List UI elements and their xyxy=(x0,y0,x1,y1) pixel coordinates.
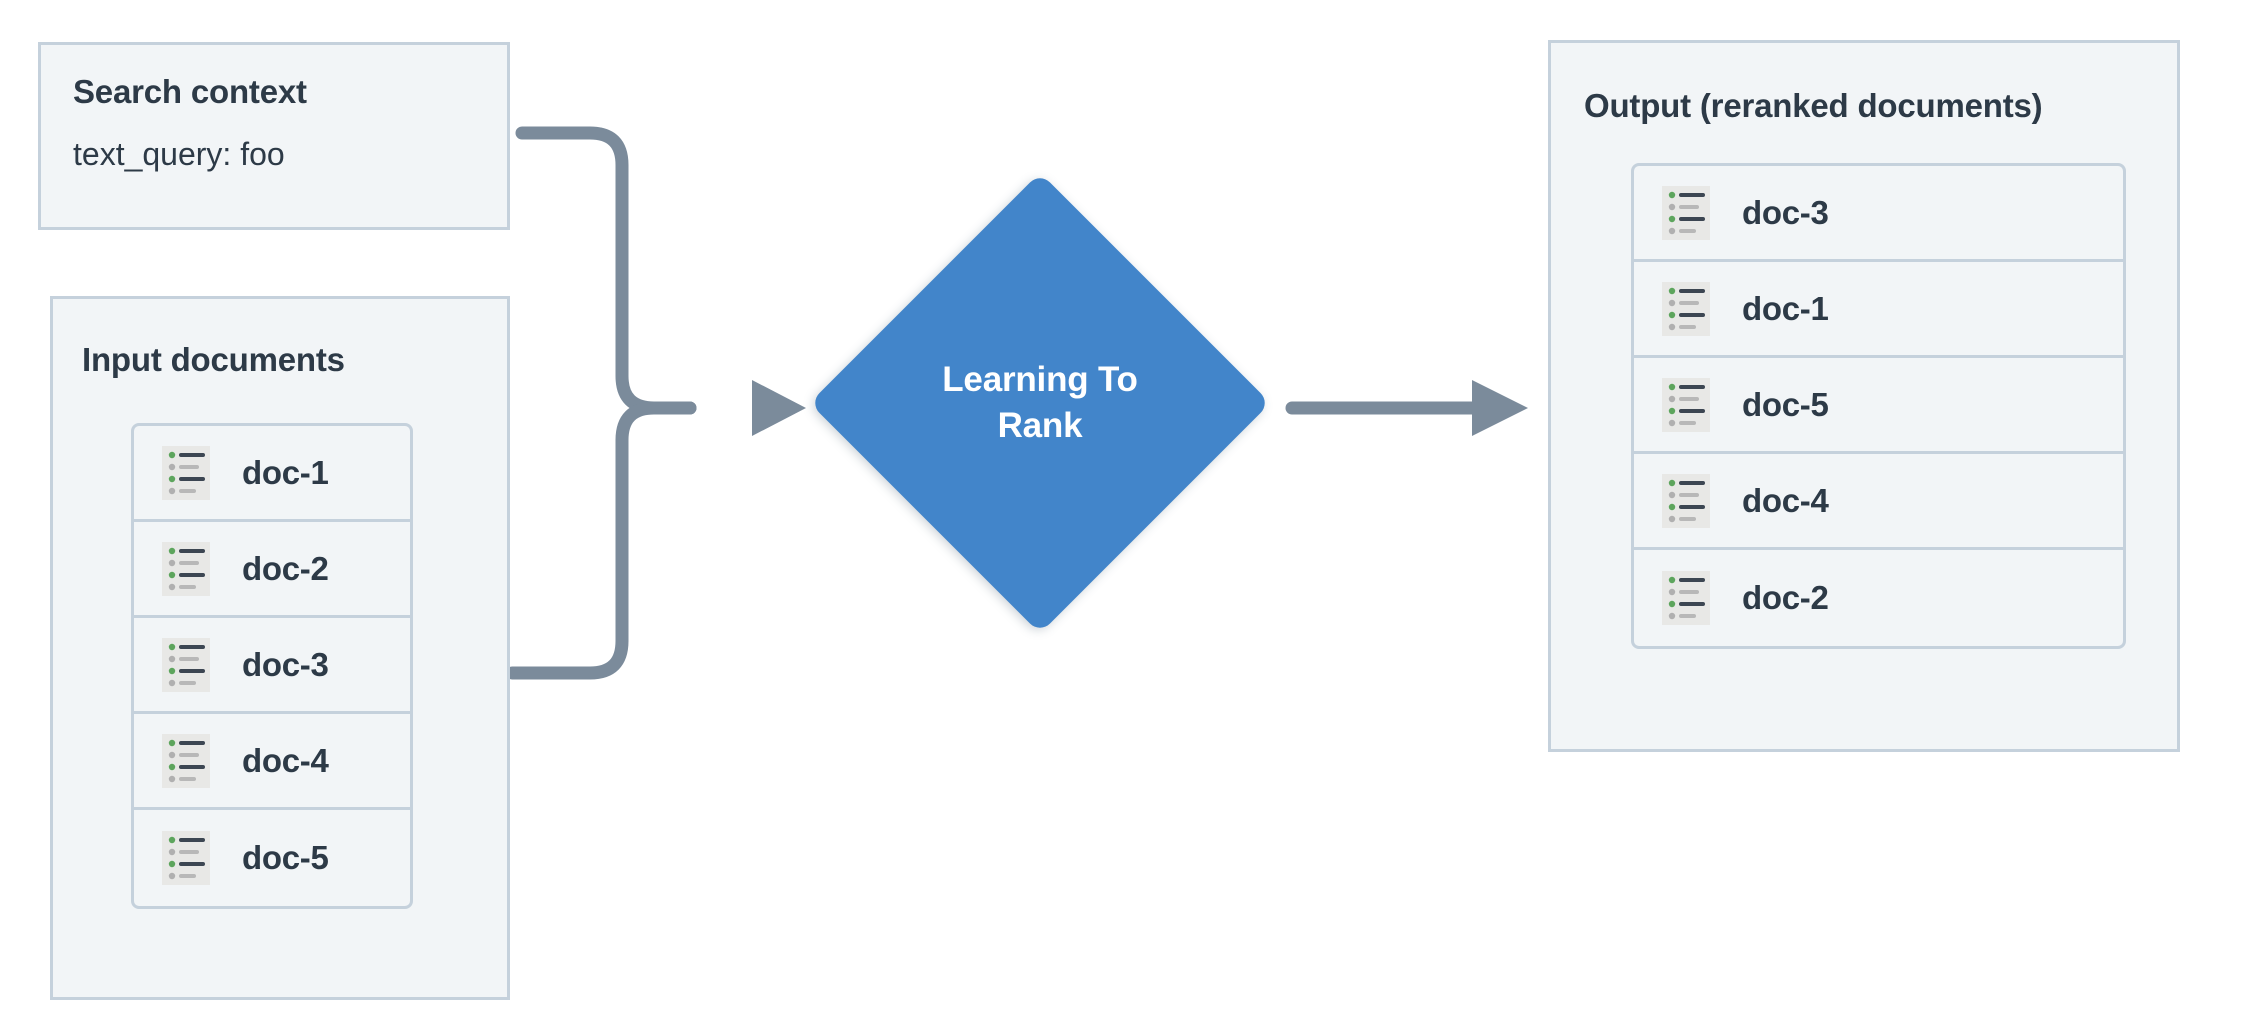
document-label: doc-4 xyxy=(1742,481,1829,519)
document-list-icon xyxy=(1662,571,1710,625)
search-context-panel: Search context text_query: foo xyxy=(38,42,510,230)
document-row[interactable]: doc-4 xyxy=(1634,454,2123,550)
arrowhead-into-output xyxy=(1472,380,1528,436)
document-row[interactable]: doc-1 xyxy=(134,426,410,522)
input-document-list: doc-1 doc-2 doc-3 doc-4 doc-5 xyxy=(131,423,413,909)
document-label: doc-1 xyxy=(1742,289,1829,327)
document-row[interactable]: doc-1 xyxy=(1634,262,2123,358)
learning-to-rank-node[interactable] xyxy=(809,172,1271,634)
connector-search-context-to-ltr xyxy=(515,126,697,415)
document-list-icon xyxy=(1662,473,1710,528)
input-documents-panel: Input documents doc-1 doc-2 doc-3 doc-4 … xyxy=(50,296,510,1000)
document-label: doc-3 xyxy=(242,645,329,683)
document-label: doc-5 xyxy=(242,839,329,876)
search-context-query: text_query: foo xyxy=(73,136,285,172)
document-list-icon xyxy=(162,541,210,596)
output-panel: Output (reranked documents) doc-3 doc-1 … xyxy=(1548,40,2180,752)
document-label: doc-3 xyxy=(1742,193,1829,231)
connector-input-documents-to-ltr xyxy=(505,401,697,680)
document-list-icon xyxy=(1662,377,1710,432)
arrowhead-into-ltr xyxy=(752,380,806,436)
document-label: doc-2 xyxy=(242,549,329,587)
document-label: doc-2 xyxy=(1742,579,1829,616)
document-row[interactable]: doc-3 xyxy=(134,618,410,714)
document-list-icon xyxy=(1662,281,1710,336)
document-list-icon xyxy=(1662,185,1710,240)
document-label: doc-1 xyxy=(242,453,329,491)
document-list-icon xyxy=(162,831,210,885)
document-row[interactable]: doc-5 xyxy=(1634,358,2123,454)
output-title: Output (reranked documents) xyxy=(1584,87,2043,124)
document-row[interactable]: doc-5 xyxy=(134,810,410,906)
document-list-icon xyxy=(162,637,210,692)
document-label: doc-5 xyxy=(1742,385,1829,423)
document-row[interactable]: doc-2 xyxy=(134,522,410,618)
document-list-icon xyxy=(162,445,210,500)
document-row[interactable]: doc-2 xyxy=(1634,550,2123,646)
document-row[interactable]: doc-4 xyxy=(134,714,410,810)
document-label: doc-4 xyxy=(242,741,329,779)
document-row[interactable]: doc-3 xyxy=(1634,166,2123,262)
output-document-list: doc-3 doc-1 doc-5 doc-4 doc-2 xyxy=(1631,163,2126,649)
input-documents-title: Input documents xyxy=(82,341,345,378)
document-list-icon xyxy=(162,733,210,788)
search-context-title: Search context xyxy=(73,73,307,110)
